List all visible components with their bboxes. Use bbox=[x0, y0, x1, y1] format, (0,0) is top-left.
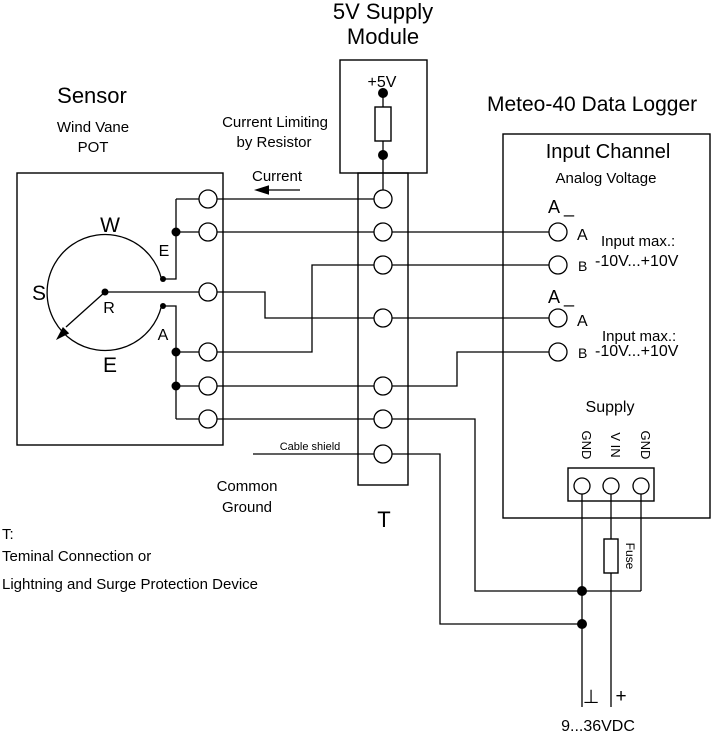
supply-gnd-right-label: GND bbox=[638, 431, 653, 460]
input-channel-subtitle: Analog Voltage bbox=[556, 170, 657, 187]
strip-terminal-1 bbox=[373, 189, 393, 209]
supply-node-dot-top bbox=[378, 88, 388, 98]
input-channel-title: Input Channel bbox=[546, 141, 671, 163]
resistor-symbol bbox=[374, 106, 392, 142]
sensor-terminal-5 bbox=[198, 376, 218, 396]
channel2-terminal-b bbox=[548, 342, 568, 362]
supply-module-title-line2: Module bbox=[347, 24, 419, 49]
wire-excitation-upper bbox=[164, 199, 177, 280]
wire-sensor-t5-to-logger-b2 bbox=[176, 351, 549, 387]
supply-section-title: Supply bbox=[586, 399, 635, 416]
channel1-terminal-b bbox=[548, 255, 568, 275]
fuse-label: Fuse bbox=[623, 543, 637, 570]
power-section: Fuse ⊥ + 9...36VDC bbox=[561, 538, 637, 733]
sensor-subtitle-line2: POT bbox=[78, 139, 109, 156]
junction-dot-e bbox=[171, 227, 181, 237]
sensor: Sensor Wind Vane POT W S E R E A bbox=[16, 83, 224, 446]
supply-node-dot-bottom bbox=[378, 150, 388, 160]
strip-terminal-6 bbox=[373, 409, 393, 429]
supply-terminal-block bbox=[567, 467, 655, 502]
compass-e-label: E bbox=[103, 354, 117, 377]
logger-box bbox=[502, 133, 711, 519]
sensor-title: Sensor bbox=[57, 83, 127, 108]
data-logger: Meteo-40 Data Logger Input Channel Analo… bbox=[487, 93, 711, 519]
sensor-subtitle-line1: Wind Vane bbox=[57, 119, 129, 136]
wire-sensor-t4-to-logger-b1 bbox=[176, 264, 549, 353]
wiper-arrow-head bbox=[56, 327, 70, 340]
excitation-e-label: E bbox=[159, 243, 170, 260]
plus5v-label: +5V bbox=[368, 74, 397, 91]
strip-terminal-4 bbox=[373, 308, 393, 328]
terminal-strip: Cable shield Common Ground T bbox=[217, 172, 409, 532]
wire-wiper-to-logger-a2 bbox=[105, 291, 549, 319]
strip-terminal-3 bbox=[373, 255, 393, 275]
current-label: Current bbox=[252, 168, 303, 185]
supply-terminal-gnd-left bbox=[573, 477, 591, 495]
footnote: T: Teminal Connection or Lightning and S… bbox=[2, 526, 258, 593]
sensor-terminal-2 bbox=[198, 222, 218, 242]
sensor-terminal-1 bbox=[198, 189, 218, 209]
footnote-line3: Lightning and Surge Protection Device bbox=[2, 576, 258, 593]
junction-dot-a1 bbox=[171, 347, 181, 357]
current-limiting-note-line2: by Resistor bbox=[236, 134, 311, 151]
channel2-header: A _ bbox=[548, 287, 575, 308]
wiper-r-label: R bbox=[103, 300, 115, 317]
channel1-header: A _ bbox=[548, 197, 575, 218]
supply-gnd-left-label: GND bbox=[579, 431, 594, 460]
arc-end-dot-excitation bbox=[160, 276, 166, 282]
footnote-line1: T: bbox=[2, 526, 14, 543]
signal-a-label: A bbox=[158, 327, 169, 344]
compass-s-label: S bbox=[32, 282, 46, 305]
channel1-max-line1: Input max.: bbox=[601, 233, 675, 250]
ground-junction-dot-lower bbox=[577, 619, 587, 629]
strip-terminal-5 bbox=[373, 376, 393, 396]
channel2-max-line2: -10V...+10V bbox=[595, 343, 679, 360]
sensor-terminal-3 bbox=[198, 282, 218, 302]
supply-vin-label: V IN bbox=[608, 432, 623, 457]
wire-cable-shield-to-ground bbox=[253, 453, 582, 625]
ground-junction-dot-upper bbox=[577, 586, 587, 596]
channel1-b-label: B bbox=[578, 258, 587, 274]
channel1-terminal-a bbox=[548, 222, 568, 242]
arc-end-dot-signal bbox=[160, 303, 166, 309]
compass-w-label: W bbox=[100, 214, 120, 237]
channel1-max-line2: -10V...+10V bbox=[595, 253, 679, 270]
terminal-strip-box bbox=[357, 172, 409, 486]
potentiometer-arc bbox=[46, 233, 163, 352]
common-ground-label-line2: Ground bbox=[222, 499, 272, 516]
channel2-max-line1: Input max.: bbox=[602, 328, 676, 345]
common-ground-label-line1: Common bbox=[217, 478, 278, 495]
current-arrow-head bbox=[254, 185, 269, 195]
current-limiting-note-line1: Current Limiting bbox=[222, 114, 328, 131]
wire-sensor-t6-to-ground-bus bbox=[176, 418, 641, 592]
footnote-line2: Teminal Connection or bbox=[2, 548, 151, 565]
sensor-terminal-6 bbox=[198, 409, 218, 429]
plus-symbol: + bbox=[615, 686, 626, 707]
strip-terminal-7 bbox=[373, 444, 393, 464]
channel2-terminal-a bbox=[548, 308, 568, 328]
wiper-center-dot bbox=[101, 288, 109, 296]
ground-symbol: ⊥ bbox=[583, 687, 600, 708]
junction-dot-a2 bbox=[171, 381, 181, 391]
channel2-b-label: B bbox=[578, 345, 587, 361]
cable-shield-label: Cable shield bbox=[280, 441, 341, 453]
strip-t-label: T bbox=[377, 507, 390, 532]
logger-title: Meteo-40 Data Logger bbox=[487, 93, 697, 116]
supply-module: 5V Supply Module +5V Current Limiting by… bbox=[222, 0, 433, 185]
sensor-terminal-4 bbox=[198, 342, 218, 362]
supply-terminal-gnd-right bbox=[632, 477, 650, 495]
strip-terminal-2 bbox=[373, 222, 393, 242]
wire-signal-lower bbox=[163, 305, 177, 419]
channel2-a-label: A bbox=[577, 313, 588, 330]
fuse-symbol bbox=[603, 538, 619, 574]
sensor-box bbox=[16, 172, 224, 446]
voltage-range-label: 9...36VDC bbox=[561, 718, 635, 733]
wires bbox=[105, 93, 642, 707]
channel1-a-label: A bbox=[577, 227, 588, 244]
wiper-arrow-line bbox=[65, 291, 106, 328]
supply-terminal-vin bbox=[602, 477, 620, 495]
supply-module-title-line1: 5V Supply bbox=[333, 0, 433, 24]
